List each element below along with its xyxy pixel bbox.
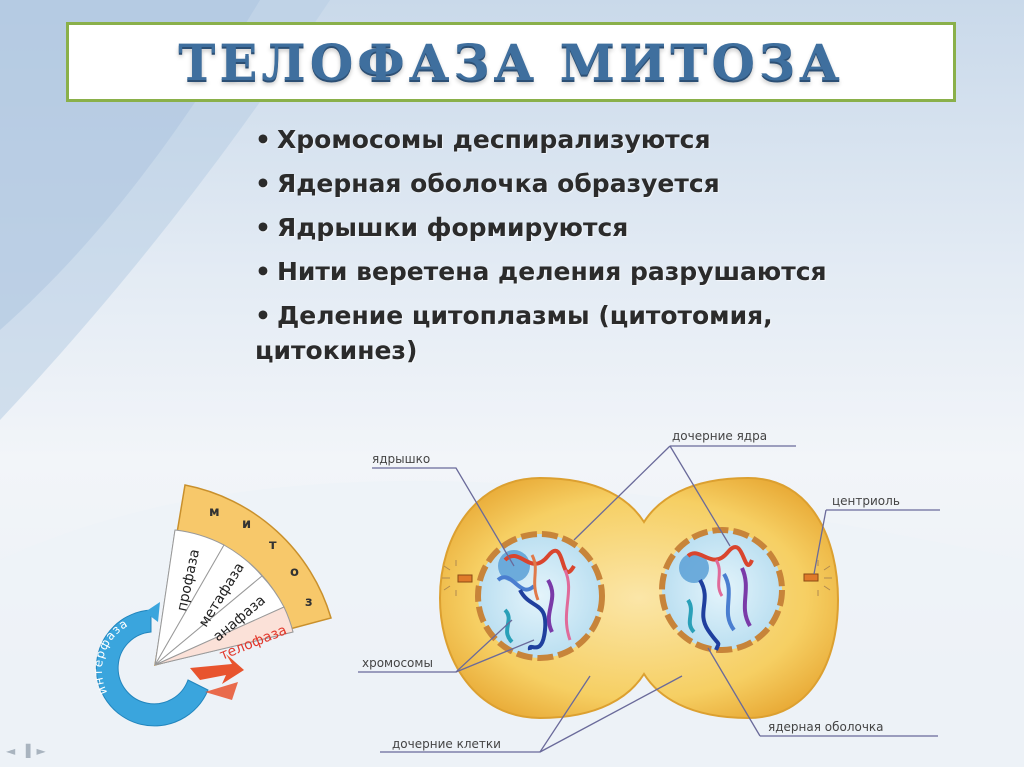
daughter-nucleus-left — [478, 534, 602, 658]
label-chromosomes: хромосомы — [362, 656, 433, 670]
bullet-text: Нити веретена деления разрушаются — [277, 257, 827, 286]
mitosis-letter: м — [209, 505, 220, 520]
mitosis-letter: и — [242, 517, 251, 532]
title-box: ТЕЛОФАЗА МИТОЗА — [66, 22, 956, 102]
label-daughter-cells: дочерние клетки — [392, 737, 501, 751]
cycle-arrow-icon — [205, 682, 238, 700]
mitosis-letter: о — [290, 565, 299, 580]
label-nuclear-envelope: ядерная оболочка — [768, 720, 884, 734]
slide-nav-controls: ◄▐► — [6, 744, 52, 758]
label-nucleolus: ядрышко — [372, 452, 430, 466]
diagram-area: м и т о з профаза метафаза анафаза телоф… — [0, 420, 1024, 767]
bullet-text: Хромосомы деспирализуются — [277, 125, 711, 154]
daughter-nucleus-right — [662, 530, 782, 650]
bullet-dot: • — [255, 301, 271, 330]
mitosis-letter: т — [269, 538, 277, 553]
bullet-list: •Хромосомы деспирализуются •Ядерная обол… — [255, 122, 875, 377]
bullet-dot: • — [255, 257, 271, 286]
slide-title: ТЕЛОФАЗА МИТОЗА — [178, 33, 844, 92]
cell-cycle-diagram: м и т о з профаза метафаза анафаза телоф… — [91, 485, 331, 726]
slide-menu-icon[interactable]: ▐ — [21, 744, 36, 758]
bullet-text: Ядерная оболочка образуется — [277, 169, 720, 198]
telophase-cell-diagram — [440, 478, 838, 718]
bullet-text: Деление цитоплазмы (цитотомия, цитокинез… — [255, 301, 773, 365]
bullet-dot: • — [255, 125, 271, 154]
bullet-text: Ядрышки формируются — [277, 213, 628, 242]
prev-slide-icon[interactable]: ◄ — [6, 744, 21, 758]
label-centriole: центриоль — [832, 494, 900, 508]
next-slide-icon[interactable]: ► — [36, 744, 51, 758]
bullet-item: •Хромосомы деспирализуются — [255, 122, 875, 157]
mitosis-letter: з — [305, 595, 313, 610]
bullet-item: •Деление цитоплазмы (цитотомия, цитокине… — [255, 298, 875, 368]
bullet-dot: • — [255, 169, 271, 198]
label-daughter-nuclei: дочерние ядра — [672, 429, 767, 443]
bullet-dot: • — [255, 213, 271, 242]
bullet-item: •Ядерная оболочка образуется — [255, 166, 875, 201]
bullet-item: •Нити веретена деления разрушаются — [255, 254, 875, 289]
bullet-item: •Ядрышки формируются — [255, 210, 875, 245]
